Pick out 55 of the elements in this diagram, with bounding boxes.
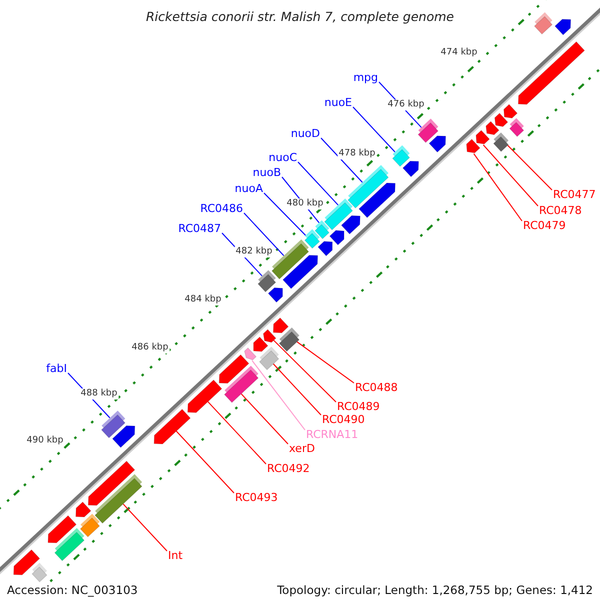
gene-label: Int xyxy=(168,549,183,562)
leader-line xyxy=(273,340,336,402)
gene-label: RC0493 xyxy=(235,491,278,504)
position-label: 482 kbp xyxy=(234,246,274,258)
map-title: Rickettsia conorii str. Malish 7, complete genome xyxy=(146,9,454,24)
leader-line xyxy=(207,401,266,464)
leader-line xyxy=(296,341,354,384)
leader-line xyxy=(473,153,522,222)
gene-label: RC0486 xyxy=(200,202,243,215)
gene-label: mpg xyxy=(353,71,378,84)
gene-label: RC0477 xyxy=(553,188,596,201)
position-label: 490 kbp xyxy=(26,436,64,446)
gene-label: RC0488 xyxy=(355,381,398,394)
gene-label: RC0478 xyxy=(539,204,582,217)
gene-feature xyxy=(492,113,508,130)
gene-label: RC0489 xyxy=(337,400,380,413)
position-label: 484 kbp xyxy=(184,294,222,306)
leader-line xyxy=(252,360,306,430)
leader-line xyxy=(264,192,306,236)
gene-label: xerD xyxy=(289,442,315,455)
gene-label: nuoB xyxy=(252,166,281,179)
leader-line xyxy=(298,162,339,206)
leader-line xyxy=(482,144,538,206)
position-label: 476 kbp xyxy=(386,100,426,110)
leader-line xyxy=(272,363,322,416)
leader-line xyxy=(320,138,363,183)
gene-block xyxy=(532,12,554,34)
gene-label: RC0490 xyxy=(322,413,365,426)
leader-line xyxy=(240,393,288,444)
gene-label: nuoC xyxy=(268,151,297,164)
gene-label: RCRNA11 xyxy=(306,428,358,441)
position-label: 486 kbp xyxy=(130,342,170,354)
leader-line xyxy=(244,212,284,256)
gene-label: nuoE xyxy=(324,96,352,109)
gene-label: RC0479 xyxy=(523,219,566,232)
gene-block xyxy=(508,118,526,137)
gene-block xyxy=(30,562,50,582)
gene-label: RC0492 xyxy=(267,462,310,475)
gene-feature xyxy=(472,130,490,148)
leader-line xyxy=(122,503,168,552)
gene-feature xyxy=(242,348,256,362)
gene-block xyxy=(492,132,511,152)
gene-feature xyxy=(260,330,276,346)
gene-label: fabI xyxy=(46,362,67,375)
leader-line xyxy=(507,144,552,190)
gene-label: RC0487 xyxy=(178,222,221,235)
position-label: 478 kbp xyxy=(338,148,376,160)
leader-line xyxy=(176,430,234,494)
position-label: 488 kbp xyxy=(80,388,118,400)
position-label: 474 kbp xyxy=(440,48,478,58)
gene-feature xyxy=(482,121,499,138)
gene-label: nuoD xyxy=(290,127,320,140)
gene-label: nuoA xyxy=(234,182,263,195)
position-label: 480 kbp xyxy=(286,198,324,210)
gene-block xyxy=(390,145,412,166)
